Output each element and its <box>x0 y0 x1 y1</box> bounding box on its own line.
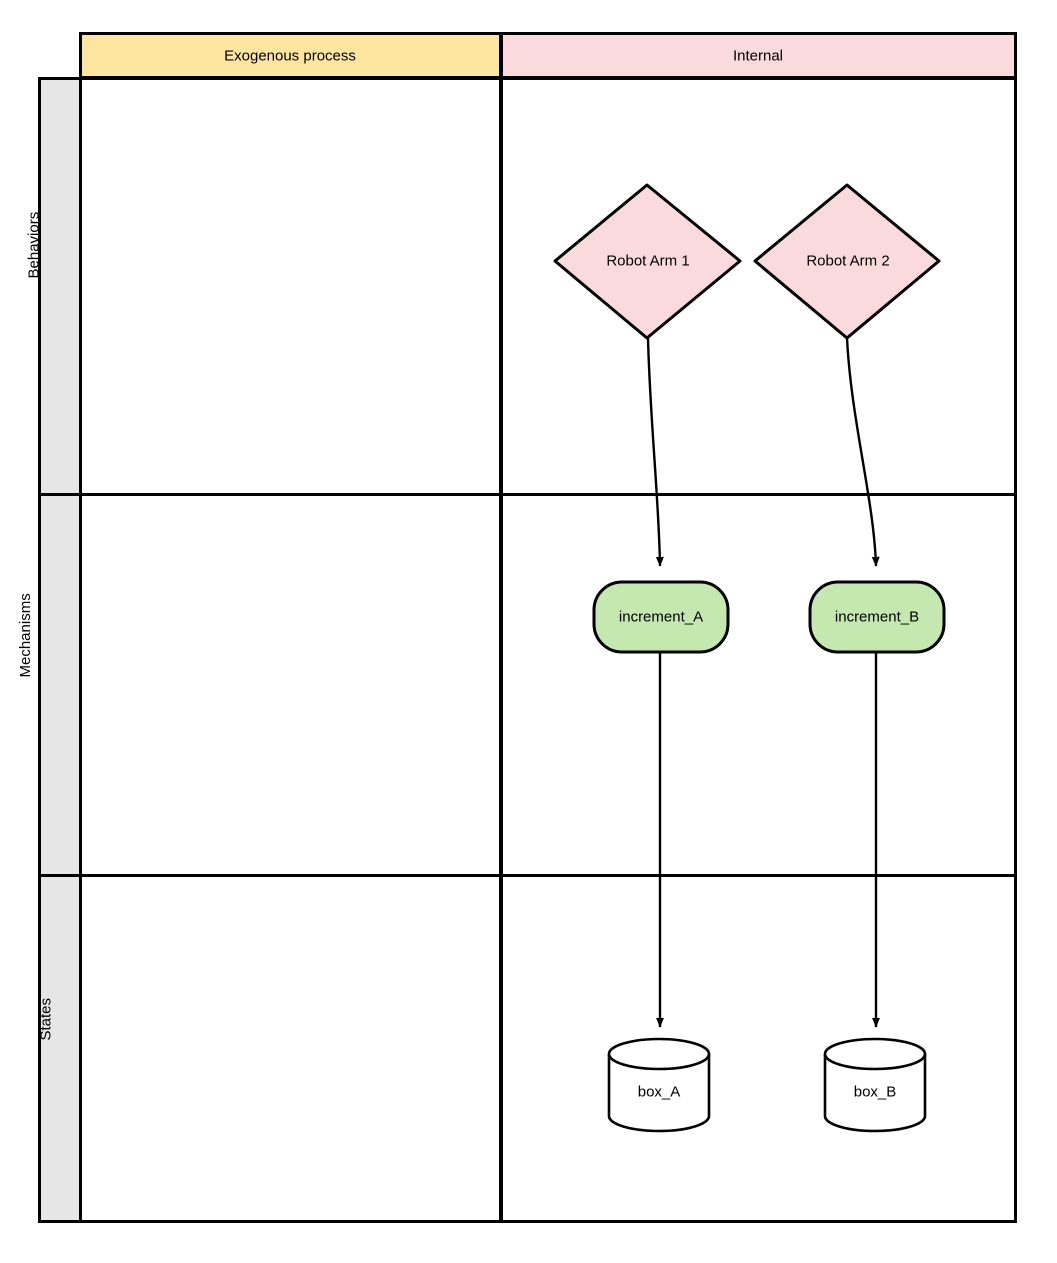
node-increment-a[interactable] <box>592 580 730 654</box>
cell-behaviors-exogenous <box>79 77 502 496</box>
edges-layer <box>646 337 880 1028</box>
row-header-states <box>38 874 82 1223</box>
edge-robot-arm-2-to-increment-b <box>845 337 880 567</box>
cell-behaviors-internal <box>500 77 1017 496</box>
cell-mechanisms-exogenous <box>79 493 502 877</box>
node-box-a[interactable] <box>607 1037 711 1133</box>
node-robot-arm-2[interactable] <box>753 183 941 340</box>
node-box-b[interactable] <box>823 1037 927 1133</box>
row-header-behaviors <box>38 77 82 496</box>
row-header-mechanisms <box>38 493 82 877</box>
column-header-internal <box>500 32 1017 79</box>
node-increment-b[interactable] <box>808 580 946 654</box>
cell-states-internal <box>500 874 1017 1223</box>
edge-robot-arm-1-to-increment-a <box>646 337 664 567</box>
node-robot-arm-1[interactable] <box>553 183 742 340</box>
cell-states-exogenous <box>79 874 502 1223</box>
column-header-exogenous <box>79 32 502 79</box>
nodes-layer <box>553 183 946 1133</box>
cell-mechanisms-internal <box>500 493 1017 877</box>
swimlane-grid <box>38 32 1017 1223</box>
